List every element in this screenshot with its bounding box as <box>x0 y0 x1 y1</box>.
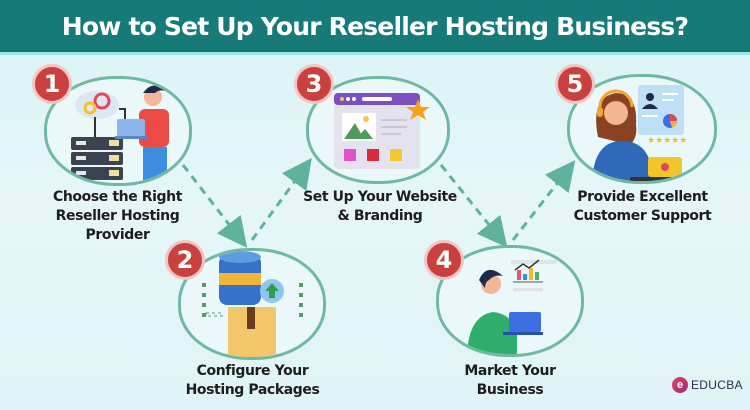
step-2-number-badge: 2 <box>165 240 205 280</box>
step-2-label: Configure Your Hosting Packages <box>185 363 320 398</box>
step-5-label: Provide Excellent Customer Support <box>573 189 712 224</box>
header-banner: How to Set Up Your Reseller Hosting Busi… <box>0 0 750 52</box>
arrow-1-to-2 <box>181 164 248 248</box>
person-with-laptop-and-server-icon <box>71 85 169 183</box>
step-1-number-badge: 1 <box>32 64 72 104</box>
step-1-label: Choose the Right Reseller Hosting Provid… <box>52 189 183 243</box>
header-divider <box>0 52 750 55</box>
educba-logo-icon: e <box>672 377 688 393</box>
page-title: How to Set Up Your Reseller Hosting Busi… <box>61 11 689 41</box>
arrow-4-to-5 <box>511 160 576 241</box>
support-agent-with-rating-icon: ★★★★★ <box>592 85 694 181</box>
step-4-label: Market Your Business <box>464 363 556 398</box>
educba-logo: e EDUCBA <box>672 377 743 393</box>
database-and-package-icon <box>202 251 303 357</box>
step-3-illustration-frame <box>306 76 450 184</box>
step-3-label: Set Up Your Website & Branding <box>303 189 457 224</box>
step-4-number-badge: 4 <box>424 240 464 280</box>
arrow-2-to-3 <box>250 157 312 241</box>
step-2-illustration-frame <box>178 248 326 360</box>
svg-text:★★★★★: ★★★★★ <box>647 136 687 146</box>
browser-window-with-star-icon <box>334 93 430 169</box>
step-1-illustration-frame <box>44 76 192 186</box>
arrow-3-to-4 <box>439 164 508 248</box>
person-with-laptop-and-chart-icon <box>467 259 557 354</box>
educba-logo-text: EDUCBA <box>691 378 743 392</box>
step-5-number-badge: 5 <box>555 64 595 104</box>
step-3-number-badge: 3 <box>294 64 334 104</box>
